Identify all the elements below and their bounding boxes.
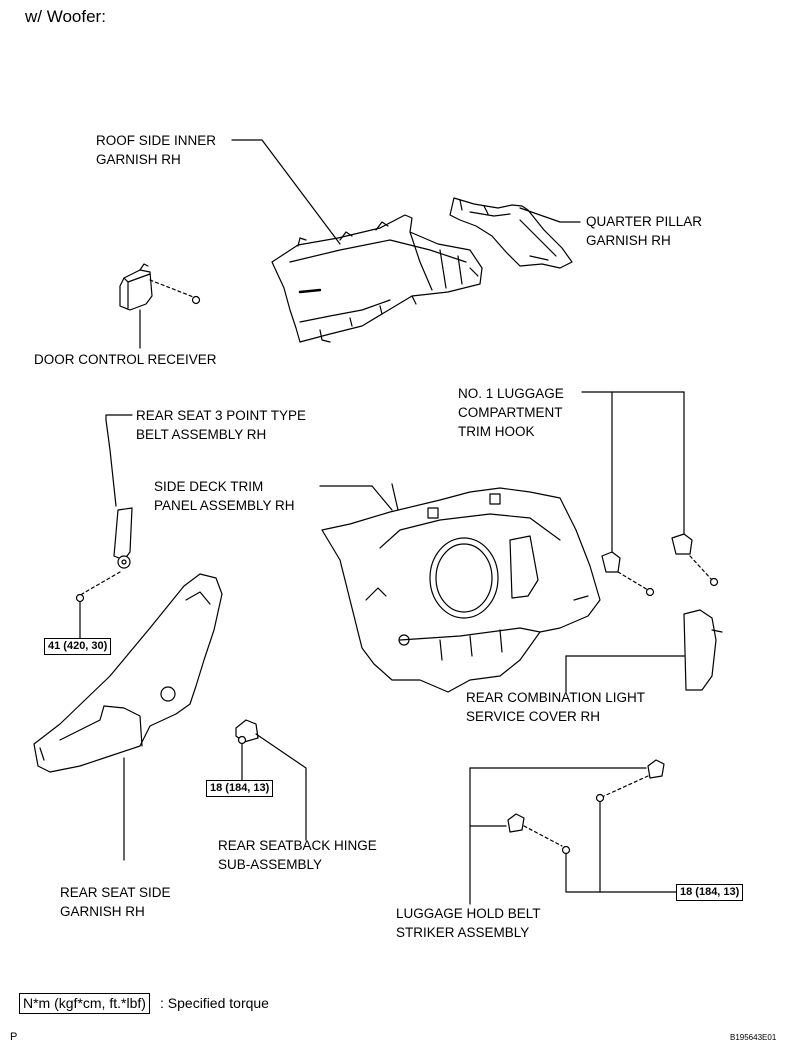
label-luggage-trim-hook: NO. 1 LUGGAGE COMPARTMENT TRIM HOOK (458, 386, 564, 439)
side-deck-trim-panel (321, 483, 601, 693)
label-quarter-pillar-garnish: QUARTER PILLAR GARNISH RH (586, 214, 703, 248)
trim-hooks (581, 391, 719, 597)
footer-left-mark: P (10, 1031, 18, 1043)
striker-assembly (469, 759, 677, 905)
torque-striker: 18 (184, 13) (676, 884, 744, 901)
door-control-receiver (119, 263, 201, 349)
page-title: w/ Woofer: (25, 7, 106, 26)
roof-side-inner-garnish (271, 214, 483, 343)
quarter-pillar-garnish (449, 197, 573, 269)
leader-lines (105, 139, 581, 511)
legend-torque-unit-box: N*m (kgf*cm, ft.*lbf) (19, 993, 150, 1014)
label-rear-seat-belt: REAR SEAT 3 POINT TYPE BELT ASSEMBLY RH (136, 408, 307, 442)
label-door-control-receiver: DOOR CONTROL RECEIVER (34, 352, 217, 367)
label-side-deck-trim-panel: SIDE DECK TRIM PANEL ASSEMBLY RH (154, 479, 295, 513)
torque-belt: 41 (420, 30) (44, 638, 112, 655)
rear-seat-side-garnish (33, 573, 223, 861)
torque-hinge: 18 (184, 13) (206, 780, 274, 797)
label-rear-combination-light-cover: REAR COMBINATION LIGHT SERVICE COVER RH (466, 690, 646, 724)
label-rear-seat-side-garnish: REAR SEAT SIDE GARNISH RH (60, 885, 171, 919)
service-cover (565, 609, 723, 693)
rear-seat-belt (75, 419, 133, 639)
label-roof-side-inner-garnish: ROOF SIDE INNER GARNISH RH (96, 133, 217, 167)
seatback-hinge (235, 719, 307, 841)
label-striker-assembly: LUGGAGE HOLD BELT STRIKER ASSEMBLY (396, 906, 541, 940)
legend-torque-text: : Specified torque (160, 995, 269, 1011)
label-seatback-hinge: REAR SEATBACK HINGE SUB-ASSEMBLY (218, 838, 377, 872)
figure-code: B195643E01 (730, 1033, 777, 1042)
